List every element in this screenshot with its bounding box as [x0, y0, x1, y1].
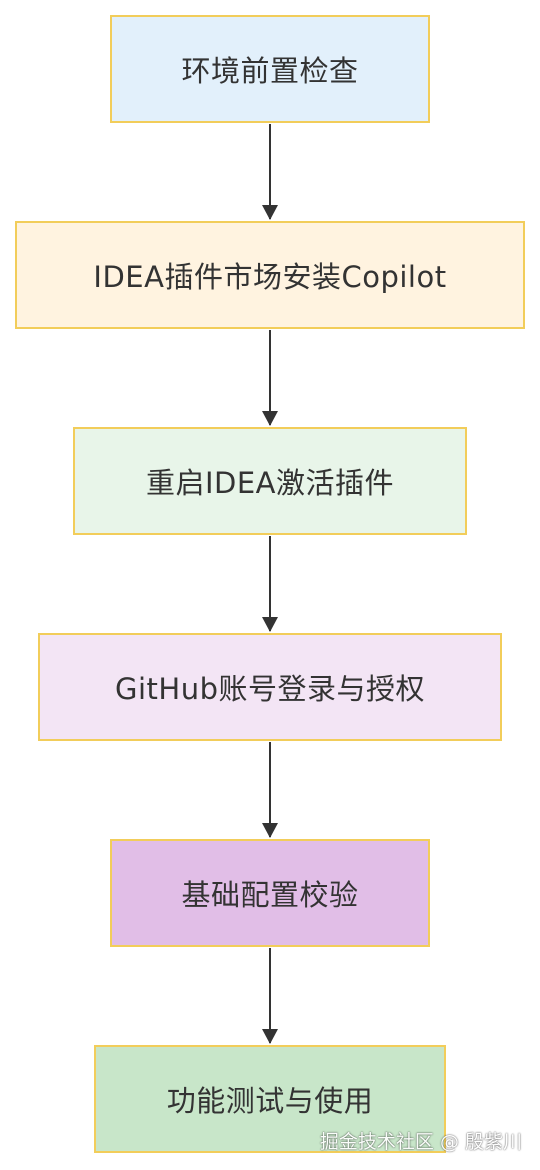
node-github-login: GitHub账号登录与授权 [38, 633, 502, 741]
node-config-check: 基础配置校验 [110, 839, 430, 947]
node-label: GitHub账号登录与授权 [115, 672, 425, 706]
edge-1 [262, 124, 278, 220]
node-environment-check: 环境前置检查 [110, 15, 430, 123]
node-function-test: 功能测试与使用 [94, 1045, 446, 1153]
node-restart-idea: 重启IDEA激活插件 [73, 427, 467, 535]
edge-5 [262, 948, 278, 1044]
node-label: 基础配置校验 [181, 878, 359, 912]
edge-4 [262, 742, 278, 838]
edge-2 [262, 330, 278, 426]
node-label: 功能测试与使用 [166, 1084, 374, 1118]
node-install-copilot: IDEA插件市场安装Copilot [15, 221, 525, 329]
watermark: 掘金技术社区 @ 殷紫川 [319, 1131, 522, 1153]
edge-3 [262, 536, 278, 632]
node-label: 环境前置检查 [181, 54, 359, 88]
node-label: IDEA插件市场安装Copilot [93, 260, 447, 294]
node-label: 重启IDEA激活插件 [145, 466, 395, 500]
